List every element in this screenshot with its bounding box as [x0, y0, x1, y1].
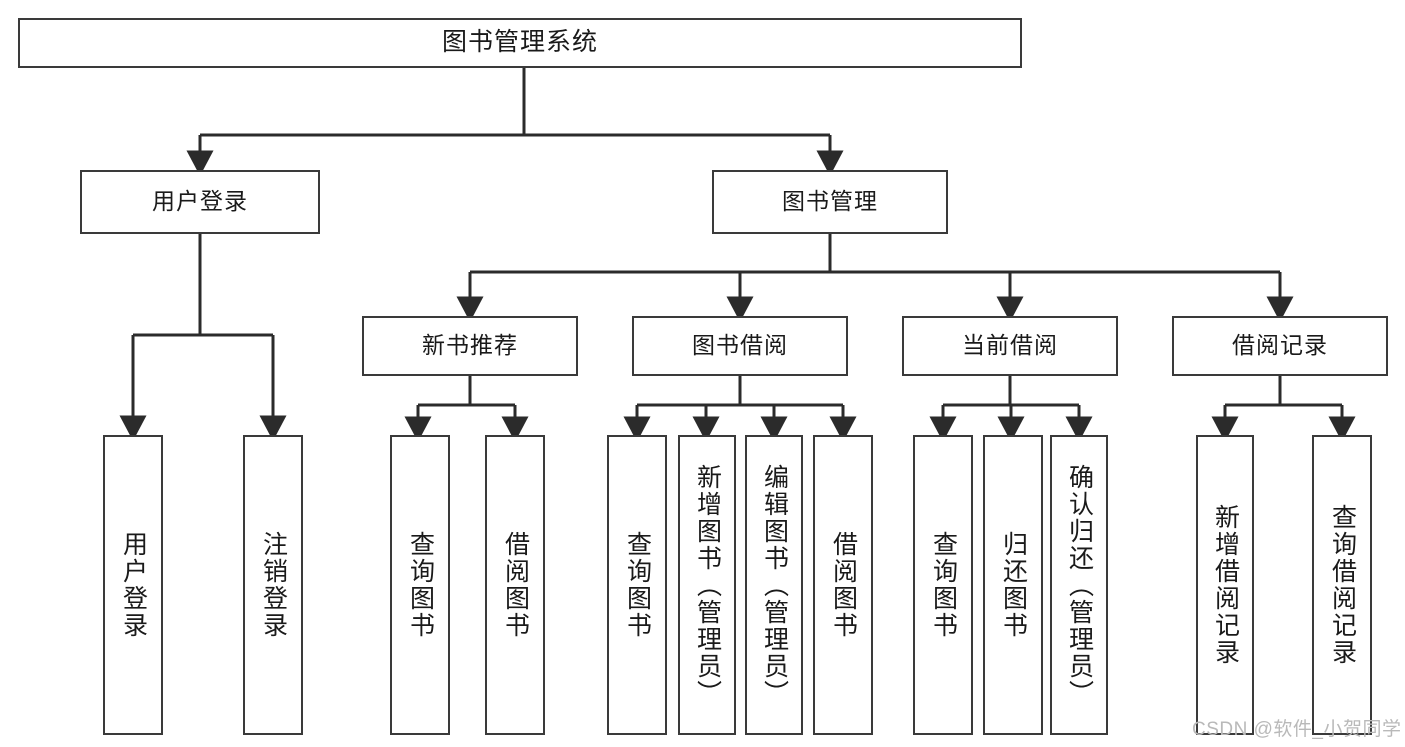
node-current-borrow[interactable]: 当前借阅: [902, 316, 1118, 376]
node-leaf-query-record[interactable]: 查询借阅记录: [1312, 435, 1372, 735]
node-leaf-logout[interactable]: 注销登录: [243, 435, 303, 735]
node-book-borrow-label: 图书借阅: [692, 332, 788, 359]
node-root[interactable]: 图书管理系统: [18, 18, 1022, 68]
node-leaf-query-book-3-label: 查询图书: [929, 531, 958, 639]
node-leaf-confirm-return-label: 确认归还（管理员）: [1065, 463, 1094, 707]
node-leaf-add-book[interactable]: 新增图书（管理员）: [678, 435, 736, 735]
node-current-borrow-label: 当前借阅: [962, 332, 1058, 359]
node-leaf-query-book-3[interactable]: 查询图书: [913, 435, 973, 735]
node-new-book-recommend[interactable]: 新书推荐: [362, 316, 578, 376]
node-leaf-add-record[interactable]: 新增借阅记录: [1196, 435, 1254, 735]
node-leaf-query-book-2-label: 查询图书: [623, 531, 652, 639]
node-leaf-logout-label: 注销登录: [259, 531, 288, 639]
node-leaf-return-book[interactable]: 归还图书: [983, 435, 1043, 735]
node-book-manage-label: 图书管理: [782, 188, 878, 215]
node-borrow-record[interactable]: 借阅记录: [1172, 316, 1388, 376]
node-leaf-borrow-book-1[interactable]: 借阅图书: [485, 435, 545, 735]
node-leaf-confirm-return[interactable]: 确认归还（管理员）: [1050, 435, 1108, 735]
node-leaf-add-book-label: 新增图书（管理员）: [693, 463, 722, 707]
node-leaf-edit-book-label: 编辑图书（管理员）: [760, 463, 789, 707]
node-leaf-borrow-book-2[interactable]: 借阅图书: [813, 435, 873, 735]
node-new-book-recommend-label: 新书推荐: [422, 332, 518, 359]
node-book-manage[interactable]: 图书管理: [712, 170, 948, 234]
node-leaf-borrow-book-2-label: 借阅图书: [829, 531, 858, 639]
node-borrow-record-label: 借阅记录: [1232, 332, 1328, 359]
csdn-watermark: CSDN @软件_小贺同学: [1192, 719, 1402, 740]
node-leaf-borrow-book-1-label: 借阅图书: [501, 531, 530, 639]
node-leaf-edit-book[interactable]: 编辑图书（管理员）: [745, 435, 803, 735]
node-leaf-query-record-label: 查询借阅记录: [1328, 504, 1357, 666]
node-user-login-label: 用户登录: [152, 188, 248, 215]
node-leaf-query-book-1-label: 查询图书: [406, 531, 435, 639]
node-leaf-return-book-label: 归还图书: [999, 531, 1028, 639]
node-leaf-user-login-label: 用户登录: [119, 531, 148, 639]
node-leaf-query-book-2[interactable]: 查询图书: [607, 435, 667, 735]
node-user-login[interactable]: 用户登录: [80, 170, 320, 234]
node-leaf-user-login[interactable]: 用户登录: [103, 435, 163, 735]
node-book-borrow[interactable]: 图书借阅: [632, 316, 848, 376]
node-leaf-add-record-label: 新增借阅记录: [1211, 504, 1240, 666]
node-root-label: 图书管理系统: [441, 28, 598, 57]
node-leaf-query-book-1[interactable]: 查询图书: [390, 435, 450, 735]
